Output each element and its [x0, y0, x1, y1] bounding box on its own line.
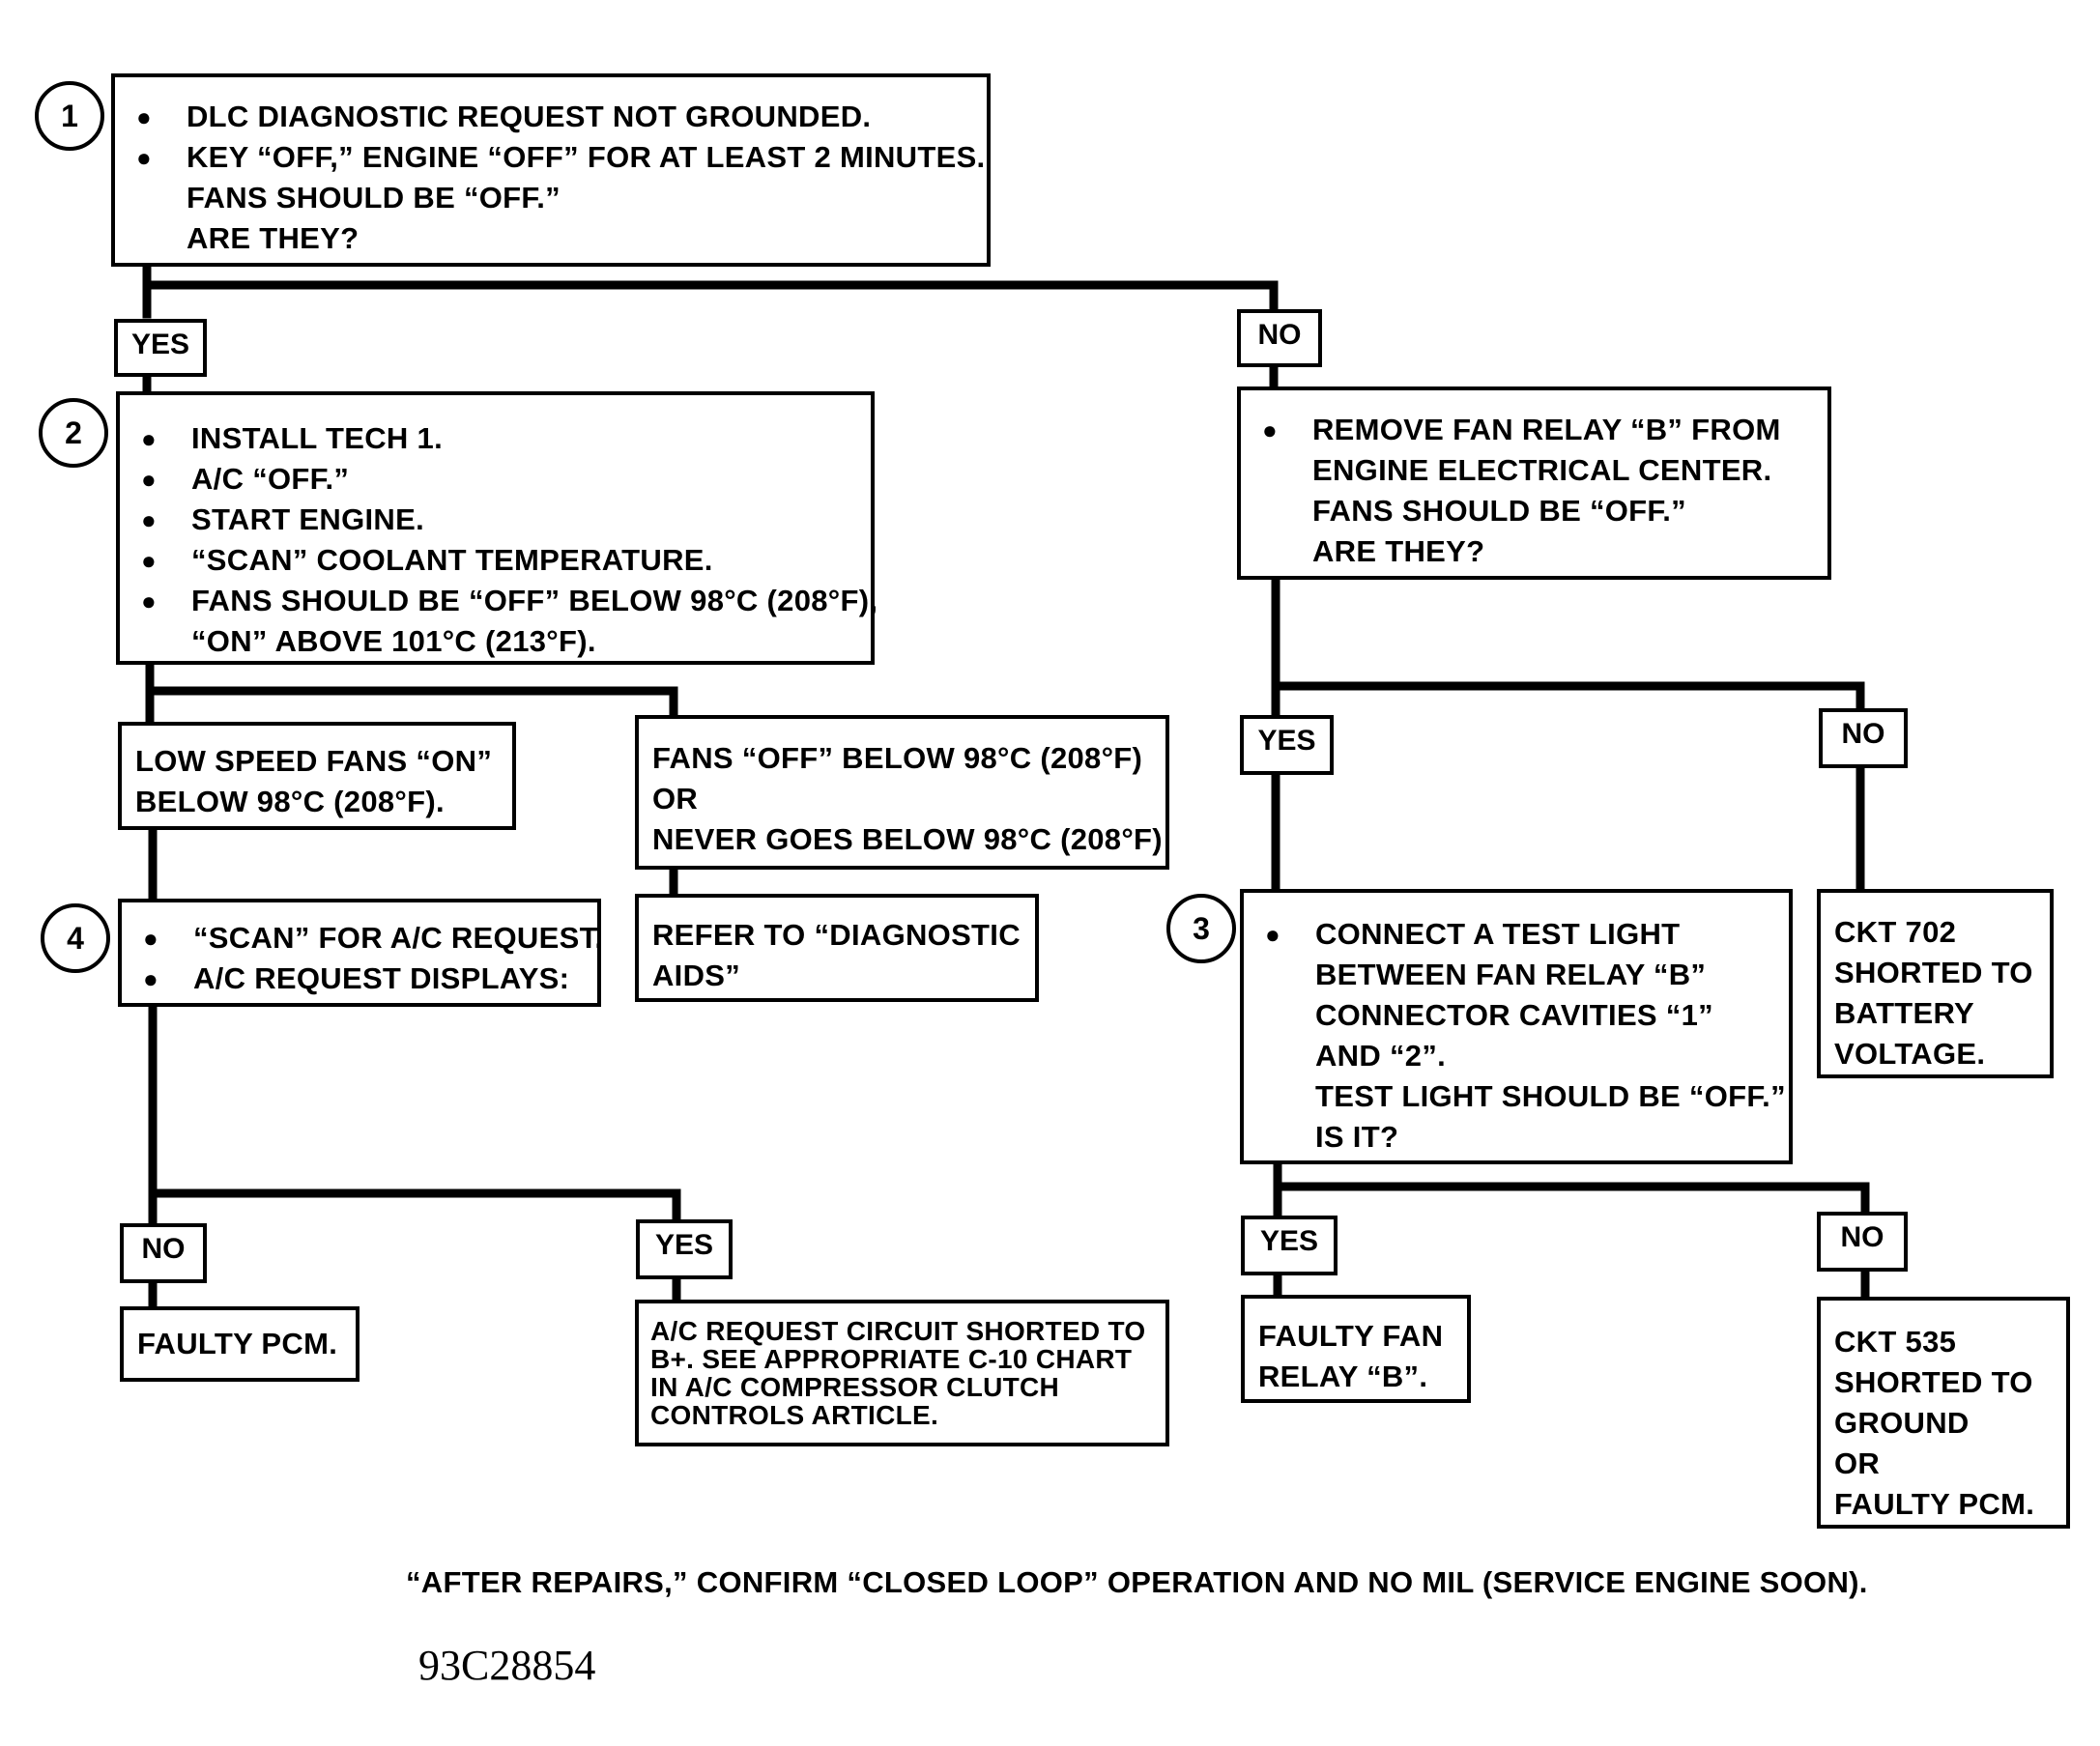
no-label: NO — [1819, 708, 1908, 768]
step-1-bullet: DLC DIAGNOSTIC REQUEST NOT GROUNDED. — [125, 97, 977, 137]
step-2-bullet: INSTALL TECH 1. — [129, 418, 861, 459]
faulty-pcm-box: FAULTY PCM. — [120, 1306, 360, 1382]
low-speed-fans-box: LOW SPEED FANS “ON” BELOW 98°C (208°F). — [118, 722, 516, 830]
step-2-bullet: “SCAN” COOLANT TEMPERATURE. — [129, 540, 861, 581]
step-2-bullet: A/C “OFF.” — [129, 459, 861, 500]
yes-label: YES — [636, 1219, 733, 1279]
yes-label: YES — [114, 319, 207, 377]
yes-label: YES — [1240, 715, 1334, 775]
ckt702-box: CKT 702 SHORTED TO BATTERY VOLTAGE. — [1817, 889, 2054, 1078]
no-label: NO — [120, 1223, 207, 1283]
no-label: NO — [1237, 309, 1322, 367]
remove-relay-bullet: REMOVE FAN RELAY “B” FROM ENGINE ELECTRI… — [1251, 410, 1818, 572]
fans-off-box: FANS “OFF” BELOW 98°C (208°F) OR NEVER G… — [635, 715, 1169, 870]
step-2-number: 2 — [39, 398, 108, 468]
step-1-bullet: KEY “OFF,” ENGINE “OFF” FOR AT LEAST 2 M… — [125, 137, 985, 259]
yes-label: YES — [1241, 1216, 1338, 1275]
step-3-number: 3 — [1166, 894, 1236, 963]
step-3-bullet: CONNECT A TEST LIGHT BETWEEN FAN RELAY “… — [1253, 914, 1786, 1158]
step-4-box: “SCAN” FOR A/C REQUEST. A/C REQUEST DISP… — [118, 899, 603, 1007]
remove-relay-box: REMOVE FAN RELAY “B” FROM ENGINE ELECTRI… — [1237, 386, 1831, 580]
ac-request-shorted-box: A/C REQUEST CIRCUIT SHORTED TO B+. SEE A… — [635, 1300, 1169, 1446]
step-4-number: 4 — [41, 903, 110, 973]
step-1-box: DLC DIAGNOSTIC REQUEST NOT GROUNDED. KEY… — [111, 73, 991, 267]
faulty-fan-relay-box: FAULTY FAN RELAY “B”. — [1241, 1295, 1471, 1403]
connector-s1-split — [142, 280, 1279, 319]
step-2-box: INSTALL TECH 1. A/C “OFF.” START ENGINE.… — [116, 391, 877, 665]
step-4-bullet: A/C REQUEST DISPLAYS: — [131, 959, 588, 999]
step-3-box: CONNECT A TEST LIGHT BETWEEN FAN RELAY “… — [1240, 889, 1793, 1164]
step-4-bullet: “SCAN” FOR A/C REQUEST. — [131, 918, 603, 959]
step-2-bullet: FANS SHOULD BE “OFF” BELOW 98°C (208°F),… — [129, 581, 877, 662]
refer-diagnostic-aids-box: REFER TO “DIAGNOSTIC AIDS” — [635, 894, 1039, 1002]
footer-note: “AFTER REPAIRS,” CONFIRM “CLOSED LOOP” O… — [406, 1565, 1868, 1599]
connector-relay-split — [1271, 681, 1865, 715]
figure-code: 93C28854 — [418, 1642, 596, 1689]
step-1-number: 1 — [35, 81, 104, 151]
connector-s3-split — [1273, 1182, 1870, 1224]
connector-s4-split — [148, 1188, 681, 1230]
connector-s2-right — [145, 686, 678, 725]
step-2-bullet: START ENGINE. — [129, 500, 861, 540]
ckt535-box: CKT 535 SHORTED TO GROUND OR FAULTY PCM. — [1817, 1297, 2070, 1529]
no-label: NO — [1817, 1212, 1908, 1272]
